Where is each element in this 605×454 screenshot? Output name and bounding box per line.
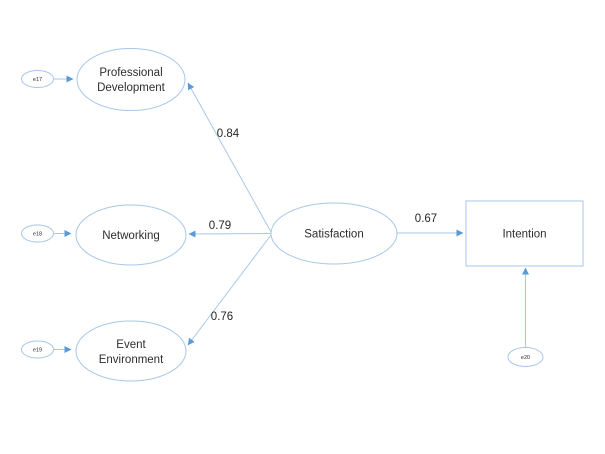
event-environment-ellipse [75,320,187,382]
e18-ellipse [21,224,54,243]
satisfaction-ellipse [270,202,398,265]
professional-development-label-line2: Development [97,82,166,94]
coefficient-label-intention: 0.67 [415,213,437,225]
networking-label: Networking [102,230,160,242]
event-environment-label-line2: Environment [99,354,164,366]
e20-ellipse [507,347,544,367]
latent-node-event-environment: Event Environment [75,320,187,382]
observed-node-intention: Intention [465,200,584,267]
edge-satisfaction-to-professional-development [187,82,272,233]
latent-node-satisfaction: Satisfaction [270,202,398,265]
event-environment-label-line1: Event [116,339,146,351]
intention-rect [465,200,584,267]
error-term-e18: e18 [21,224,54,243]
error-term-e17: e17 [21,70,54,88]
latent-node-networking: Networking [75,204,187,266]
e18-label: e18 [33,232,42,238]
e19-ellipse [21,340,54,359]
e19-label: e19 [33,348,42,354]
professional-development-ellipse [76,48,186,111]
coefficient-label-professional-development: 0.84 [217,128,240,140]
e17-label: e17 [33,77,42,83]
e17-ellipse [21,70,54,88]
satisfaction-label: Satisfaction [304,229,363,241]
edge-satisfaction-to-event-environment [187,234,272,346]
coefficient-label-event-environment: 0.76 [211,311,233,323]
e20-label: e20 [521,355,530,361]
error-term-e20: e20 [507,347,544,367]
networking-ellipse [75,204,187,266]
professional-development-label-line1: Professional [99,67,162,79]
coefficient-label-networking: 0.79 [209,220,231,232]
error-term-e19: e19 [21,340,54,359]
edge-satisfaction-to-networking [188,230,272,238]
latent-node-professional-development: Professional Development [76,48,186,111]
intention-label: Intention [502,229,546,241]
